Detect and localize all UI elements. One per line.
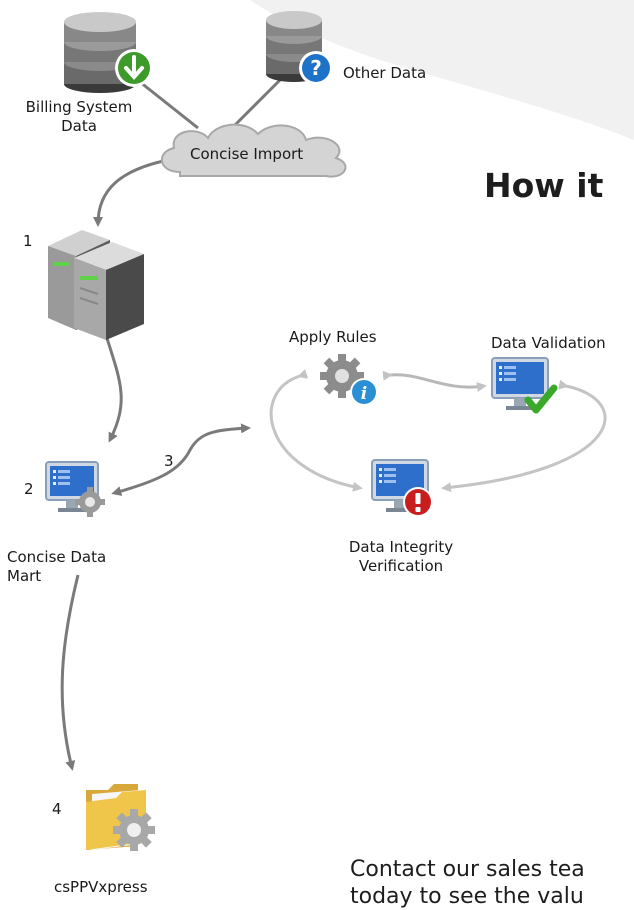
connector-cloud-server	[93, 158, 169, 227]
integrity-label-line2: Verification	[358, 557, 444, 575]
page-title: How it	[484, 166, 604, 205]
monitor-check-icon	[491, 357, 558, 414]
step3-number: 3	[164, 452, 174, 470]
connector-billing-cloud	[139, 80, 199, 130]
billing-label: Billing System Data	[22, 98, 136, 136]
cloud-label: Concise Import	[190, 145, 304, 163]
integrity-label: Data Integrity Verification	[326, 538, 476, 576]
other-data-label: Other Data	[343, 64, 427, 82]
cycle-top-link	[382, 370, 487, 393]
datamart-label-line2: Mart	[7, 567, 42, 585]
contact-text-line1: Contact our sales tea	[350, 857, 585, 882]
apply-rules-label: Apply Rules	[289, 328, 377, 346]
database-question-icon: ?	[266, 11, 333, 85]
cycle-left-arc	[269, 369, 363, 492]
svg-text:i: i	[361, 384, 367, 404]
step1-number: 1	[23, 232, 33, 250]
svg-text:?: ?	[310, 56, 322, 80]
datamart-label-line1: Concise Data	[7, 548, 107, 566]
step2-number: 2	[24, 480, 34, 498]
data-validation-label: Data Validation	[491, 334, 606, 352]
server-icon	[48, 230, 144, 340]
gear-info-icon: i	[320, 354, 378, 406]
billing-label-line1: Billing System	[25, 98, 133, 116]
monitor-error-icon	[371, 459, 433, 517]
output-label: csPPVxpress	[54, 878, 148, 896]
connector-datamart-cycle	[111, 423, 251, 496]
contact-text: Contact our sales tea today to see the v…	[350, 856, 585, 910]
integrity-label-line1: Data Integrity	[348, 538, 454, 556]
billing-label-line2: Data	[61, 117, 97, 135]
contact-text-line2: today to see the valu	[350, 884, 584, 909]
connector-datamart-output	[60, 574, 80, 771]
connector-server-datamart	[103, 331, 123, 443]
monitor-gear-icon	[45, 461, 105, 517]
datamart-label: Concise Data Mart	[7, 548, 106, 586]
database-download-icon	[64, 12, 153, 93]
step4-number: 4	[52, 800, 62, 818]
cycle-right-arc	[441, 379, 607, 493]
cloud-shape	[161, 123, 347, 178]
folder-gear-icon	[86, 784, 155, 851]
